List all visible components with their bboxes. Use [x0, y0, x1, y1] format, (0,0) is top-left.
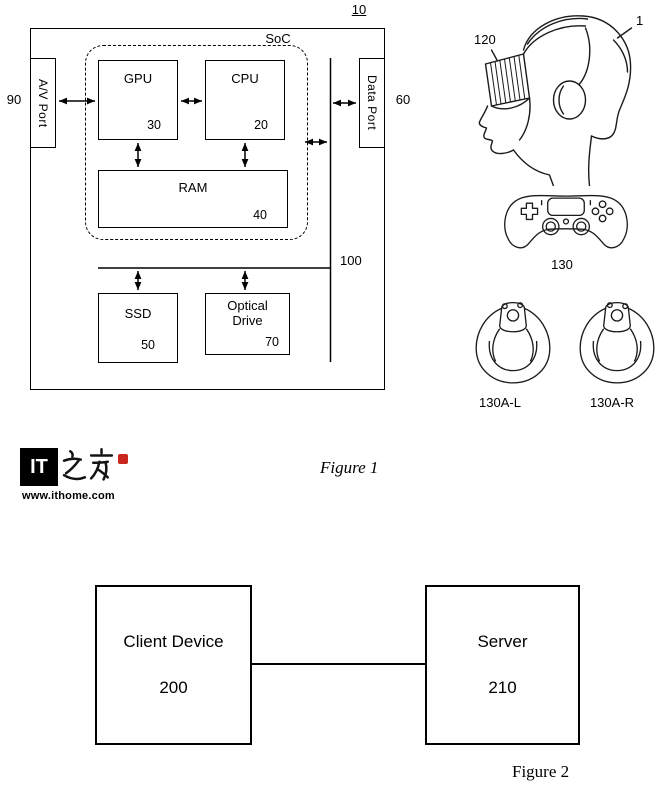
headphone-cup	[552, 80, 587, 120]
server-box: Server 210	[425, 585, 580, 745]
data-port-box: Data Port	[359, 58, 385, 148]
headset-strap-inner	[522, 25, 587, 55]
client-device-box: Client Device 200	[95, 585, 252, 745]
headphone-arm	[578, 27, 591, 85]
ssd-label: SSD	[124, 306, 152, 321]
cpu-ref-label: 20	[254, 118, 268, 132]
console-outline-box	[30, 28, 385, 390]
data-port-ref-label: 60	[395, 92, 411, 107]
jaw-neck	[512, 149, 555, 186]
headset-strap	[526, 17, 589, 45]
gpu-label: GPU	[123, 71, 153, 86]
dpad	[520, 202, 539, 221]
soc-boundary	[85, 45, 308, 240]
touchpad	[547, 197, 585, 217]
client-device-label: Client Device	[123, 632, 224, 651]
face-button-bottom	[598, 214, 607, 223]
ssd-box: SSD 50	[98, 293, 178, 363]
strap-back	[612, 39, 629, 73]
av-port-box: A/V Port	[30, 58, 56, 148]
motion-controller-left-illustration	[475, 301, 551, 384]
user-ref-label: 1	[636, 13, 644, 28]
ithome-logo: IT www.ithome.com	[20, 446, 144, 504]
ithome-url: www.ithome.com	[22, 490, 115, 502]
left-stick	[541, 217, 560, 236]
ram-label: RAM	[178, 180, 208, 195]
gpu-box: GPU 30	[98, 60, 178, 140]
vr-headset-user-illustration	[478, 15, 633, 186]
server-ref-label: 210	[488, 678, 517, 697]
gpu-ref-label: 30	[147, 118, 161, 132]
leader-1	[616, 27, 633, 39]
ithome-seal	[118, 454, 128, 464]
soc-label: SoC	[265, 31, 291, 46]
visor-hatching	[490, 54, 526, 106]
face-button-top	[598, 200, 607, 209]
bus-ref-label: 100	[340, 253, 362, 268]
ram-ref-label: 40	[253, 208, 267, 222]
face-profile	[478, 105, 515, 155]
ithome-logo-box: IT	[20, 448, 58, 486]
figure2-caption: Figure 2	[512, 762, 570, 781]
client-device-ref-label: 200	[159, 678, 188, 697]
face-button-left	[591, 207, 600, 216]
motion-right-ref-label: 130A-R	[589, 395, 635, 410]
ithome-logo-text: IT	[30, 455, 48, 478]
ram-box: RAM 40	[98, 170, 288, 228]
motion-controller-right-illustration	[579, 301, 655, 384]
data-port-label: Data Port	[365, 75, 379, 131]
optical-drive-box: Optical Drive 70	[205, 293, 290, 355]
av-port-label: A/V Port	[36, 78, 50, 128]
av-port-ref-label: 90	[6, 92, 22, 107]
client-server-link	[252, 663, 425, 665]
ithome-script-icon	[62, 447, 114, 481]
create-options-buttons	[540, 200, 592, 206]
cpu-box: CPU 20	[205, 60, 285, 140]
cpu-label: CPU	[231, 71, 259, 86]
server-label: Server	[477, 632, 528, 651]
optical-drive-label: Optical Drive	[227, 298, 268, 328]
head-outline	[522, 15, 632, 140]
right-stick	[572, 217, 591, 236]
leader-120	[490, 49, 499, 62]
gamepad-body	[504, 194, 628, 249]
figure1-caption: Figure 1	[320, 458, 379, 477]
neck-back	[587, 135, 593, 186]
visor-shield	[490, 97, 531, 110]
home-button	[562, 218, 570, 225]
console-ref-label: 10	[351, 2, 367, 17]
hmd-ref-label: 120	[474, 32, 496, 47]
gamepad-illustration	[504, 194, 628, 249]
connection-lines	[59, 58, 356, 362]
ssd-ref-label: 50	[141, 338, 155, 352]
motion-left-ref-label: 130A-L	[479, 395, 521, 410]
optical-drive-ref-label: 70	[265, 335, 279, 349]
face-button-right	[605, 207, 614, 216]
gamepad-ref-label: 130	[551, 257, 573, 272]
cheek-line	[518, 97, 531, 141]
headphone-cup-inner	[558, 85, 565, 115]
